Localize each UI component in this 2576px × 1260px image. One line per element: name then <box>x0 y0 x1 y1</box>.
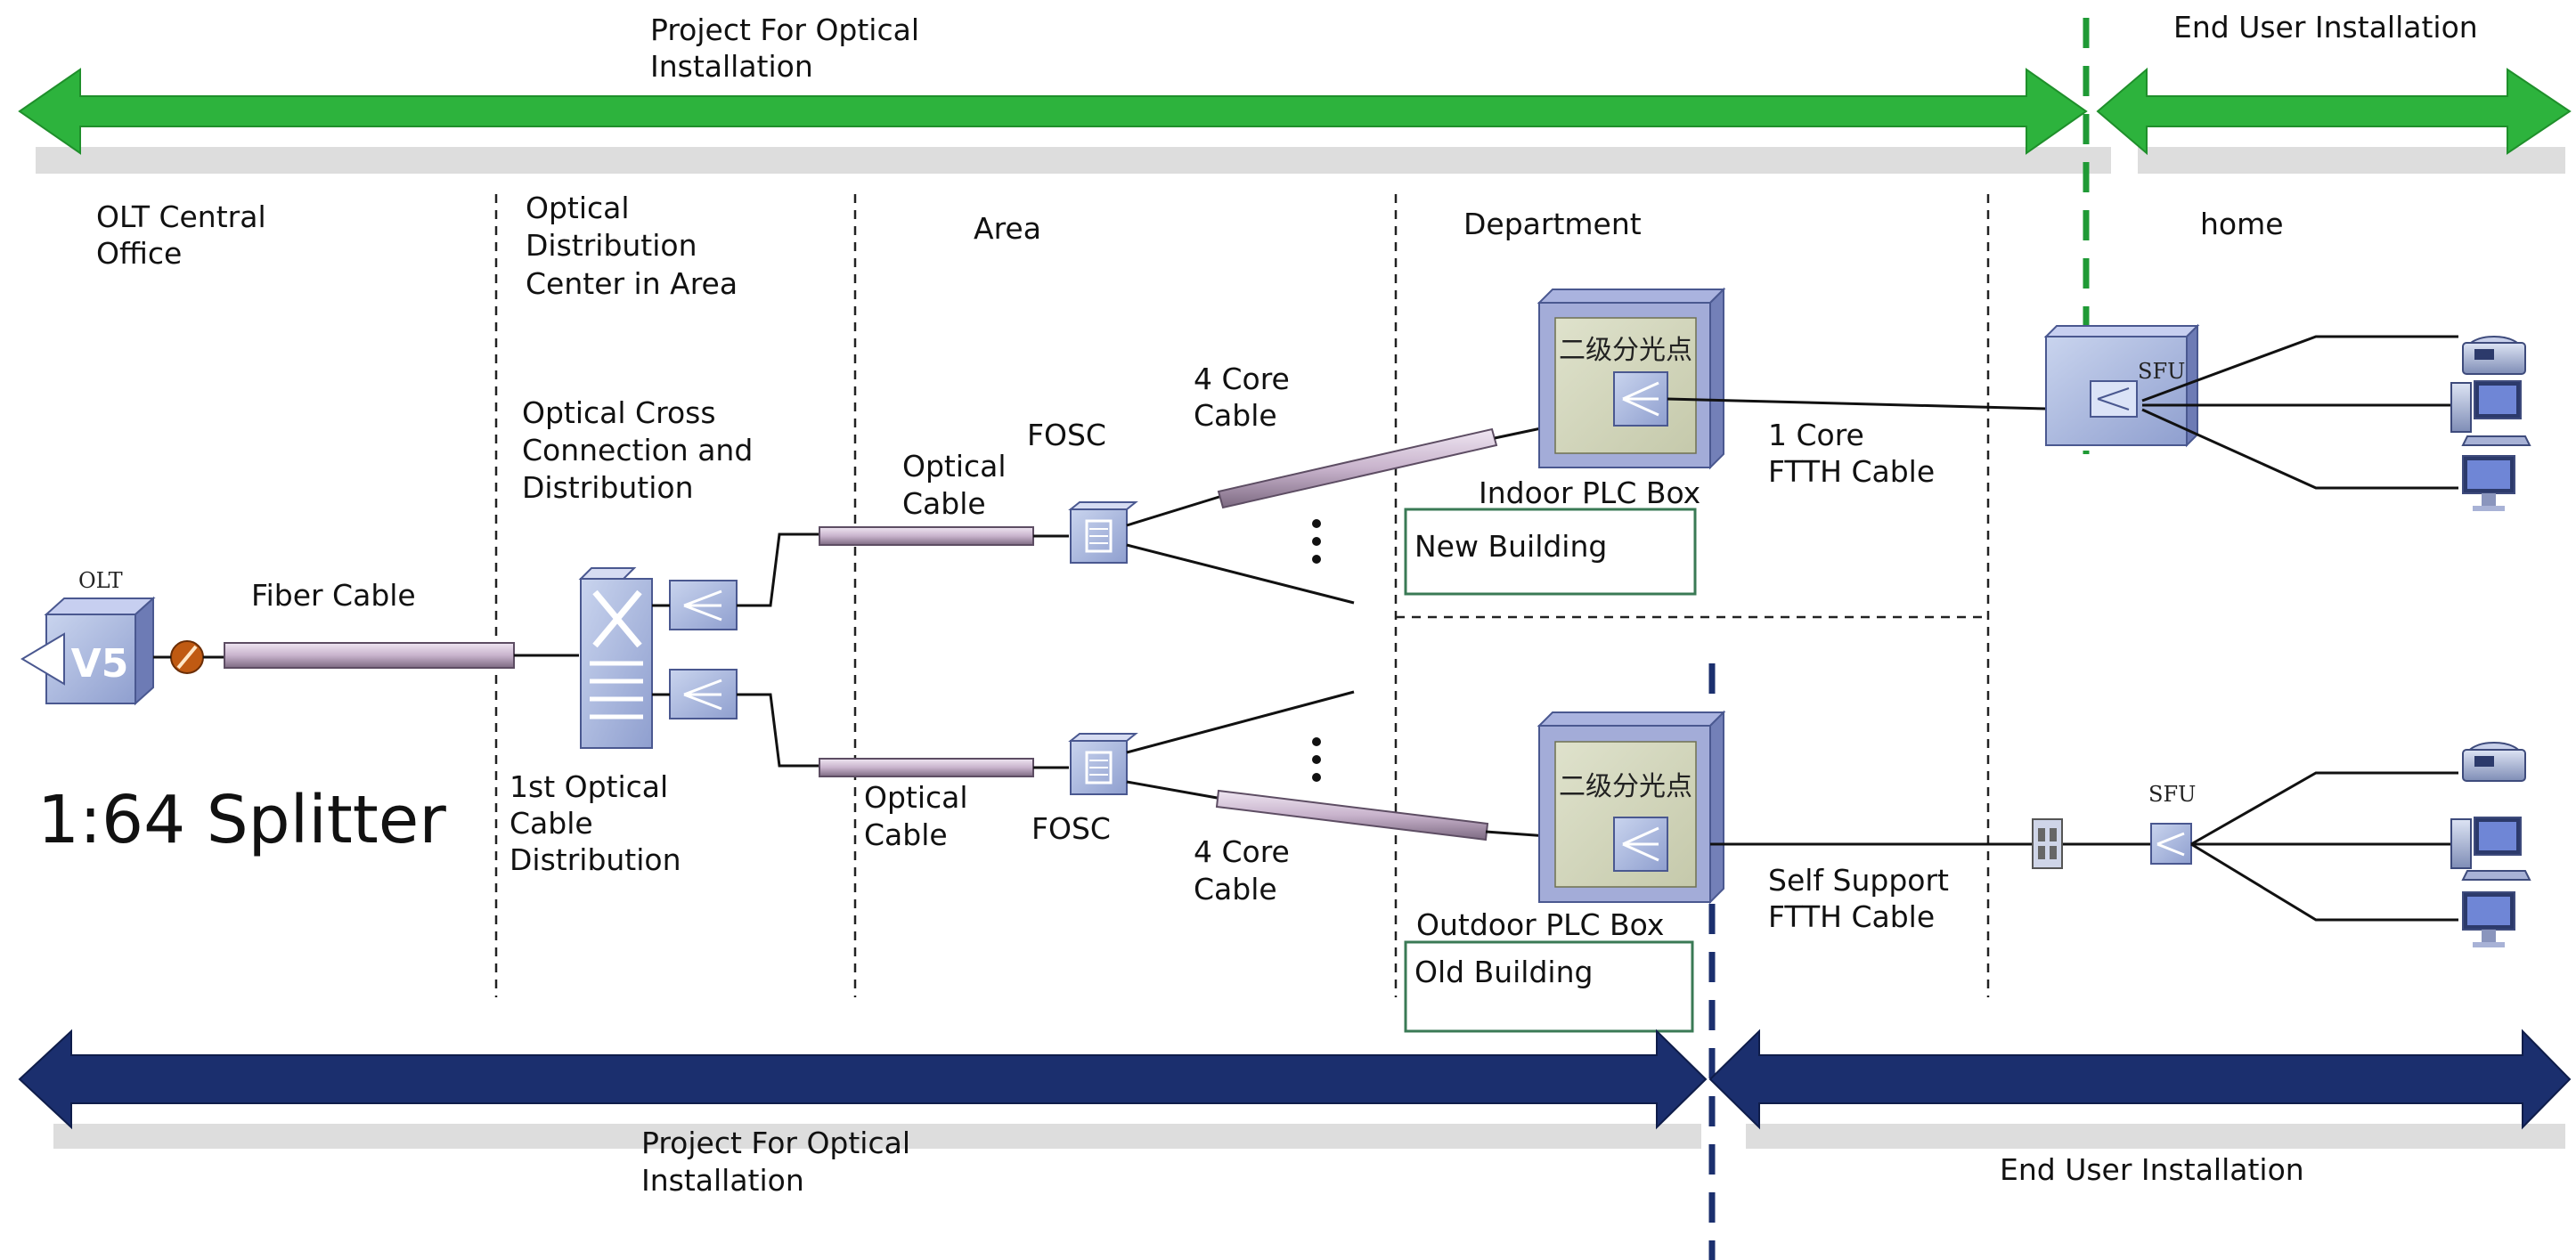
four-core-bottom-label-line1: 4 Core <box>1194 834 1290 869</box>
fiber-cable-label: Fiber Cable <box>251 578 416 613</box>
occ-label-line3: Distribution <box>522 470 694 505</box>
optical-cable-top-label-line1: Optical <box>902 449 1007 484</box>
first-dist-label-line1: 1st Optical <box>509 769 668 804</box>
outdoor-plc-box: 二级分光点 <box>1537 710 1726 905</box>
continuation-dots-bottom <box>1312 737 1321 782</box>
four-core-cable-bottom <box>1215 789 1489 841</box>
ftth-bottom-label-line1: Self Support <box>1768 863 1949 898</box>
first-dist-label-line3: Distribution <box>509 842 681 877</box>
computer-icon-top <box>2450 380 2531 446</box>
zone-dividers <box>494 194 1990 997</box>
bottom-project-arrow <box>18 1028 1708 1149</box>
telephone-icon-top <box>2462 336 2526 375</box>
indoor-plc-label: Indoor PLC Box <box>1479 476 1700 510</box>
fosc-bottom-label: FOSC <box>1031 811 1111 846</box>
optical-cross-connection-cabinet <box>578 567 738 749</box>
fiber-cable <box>224 642 515 669</box>
optical-cable-bottom-label-line1: Optical <box>864 780 968 815</box>
ftth-bottom-label-line2: FTTH Cable <box>1768 899 1935 934</box>
top-end-user-arrow <box>2096 67 2572 174</box>
olt-connector-icon <box>170 640 204 674</box>
optical-cable-top-label-line2: Cable <box>902 486 986 521</box>
continuation-dots-top <box>1312 519 1321 564</box>
ftth-top-label-line1: 1 Core <box>1768 418 1864 452</box>
top-project-arrow <box>18 68 2111 174</box>
four-core-cable-top <box>1217 427 1498 509</box>
zone-olt-line2: Office <box>96 236 182 271</box>
telephone-icon-bottom <box>2462 742 2526 782</box>
outdoor-plc-chinese-label: 二级分光点 <box>1559 771 1692 802</box>
indoor-plc-box: 二级分光点 <box>1537 287 1726 470</box>
optical-cable-top <box>819 526 1034 546</box>
fosc-bottom <box>1068 733 1138 795</box>
top-end-user-label: End User Installation <box>2173 10 2478 45</box>
outdoor-plc-label: Outdoor PLC Box <box>1416 907 1664 942</box>
splitter-ratio-label: 1:64 Splitter <box>37 782 446 858</box>
sfu-top: SFU <box>2043 323 2200 448</box>
bottom-project-label-line1: Project For Optical <box>641 1126 910 1160</box>
new-building-label: New Building <box>1414 529 1607 564</box>
occ-label-line2: Connection and <box>522 433 753 467</box>
four-core-bottom-label-line2: Cable <box>1194 872 1277 906</box>
zone-area: Area <box>974 211 1041 246</box>
optical-cable-bottom <box>819 758 1034 777</box>
zone-department: Department <box>1463 207 1642 241</box>
occ-label-line1: Optical Cross <box>522 395 716 430</box>
four-core-top-label-line2: Cable <box>1194 398 1277 433</box>
first-dist-label-line2: Cable <box>509 806 593 841</box>
sfu-top-label: SFU <box>2138 359 2185 384</box>
wall-socket-icon <box>2032 818 2063 869</box>
new-building-box <box>1404 508 1697 596</box>
zone-odc-line1: Optical <box>526 191 630 225</box>
top-project-label-line2: Installation <box>650 49 813 84</box>
bottom-project-label-line2: Installation <box>641 1163 804 1198</box>
zone-odc-line3: Center in Area <box>526 266 738 301</box>
computer-icon-bottom <box>2450 817 2531 881</box>
four-core-top-label-line1: 4 Core <box>1194 362 1290 396</box>
bottom-end-user-arrow <box>1708 1028 2572 1149</box>
monitor-icon-bottom <box>2462 891 2515 947</box>
indoor-plc-chinese-label: 二级分光点 <box>1559 335 1692 366</box>
zone-home: home <box>2200 207 2284 241</box>
sfu-bottom: SFU <box>2148 782 2196 865</box>
zone-odc-line2: Distribution <box>526 228 697 263</box>
ftth-top-label-line2: FTTH Cable <box>1768 454 1935 489</box>
monitor-icon-top <box>2462 455 2515 511</box>
sfu-bottom-label: SFU <box>2148 782 2196 807</box>
fosc-top <box>1068 501 1138 564</box>
olt-device: V5 <box>20 596 156 706</box>
fosc-top-label: FOSC <box>1027 418 1106 452</box>
top-project-label-line1: Project For Optical <box>650 12 919 47</box>
old-building-label: Old Building <box>1414 955 1593 989</box>
old-building-box <box>1404 940 1694 1033</box>
olt-label: OLT <box>78 568 123 593</box>
olt-badge: V5 <box>71 641 129 687</box>
optical-cable-bottom-label-line2: Cable <box>864 817 948 852</box>
bottom-end-user-label: End User Installation <box>2000 1152 2304 1187</box>
zone-olt-line1: OLT Central <box>96 199 266 234</box>
